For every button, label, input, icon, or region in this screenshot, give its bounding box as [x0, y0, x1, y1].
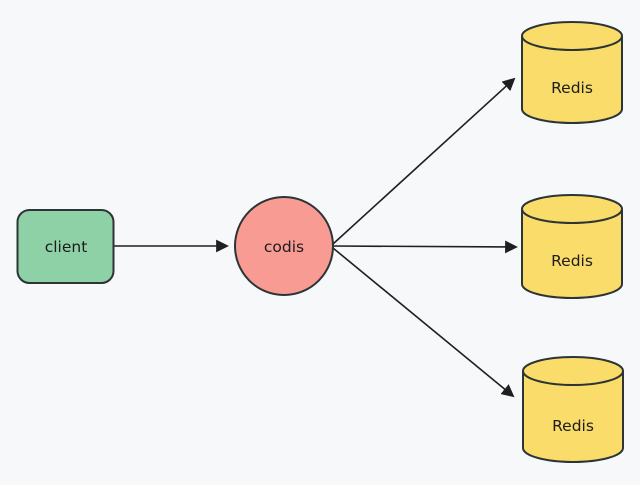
node-redis-top: Redis — [521, 21, 623, 124]
node-redis-middle: Redis — [521, 194, 623, 299]
edge-codis-to-redis-middle — [332, 240, 518, 254]
codis-circle — [234, 196, 334, 296]
node-redis-bottom: Redis — [522, 356, 624, 463]
node-client: client — [16, 209, 115, 284]
redis-top-cylinder-top — [521, 21, 623, 51]
edge-codis-to-redis-bottom — [332, 247, 515, 398]
codis-label: codis — [264, 238, 304, 256]
redis-middle-label: Redis — [551, 252, 593, 270]
redis-top-cylinder-body — [521, 36, 623, 124]
redis-bottom-cylinder-top — [522, 356, 624, 386]
redis-top-label: Redis — [551, 79, 593, 97]
edge-codis-to-redis-top — [332, 77, 516, 245]
redis-middle-cylinder-body — [521, 209, 623, 299]
redis-middle-cylinder-top — [521, 194, 623, 224]
client-label: client — [45, 238, 88, 256]
redis-bottom-cylinder-body — [522, 371, 624, 463]
redis-bottom-label: Redis — [552, 417, 594, 435]
node-codis: codis — [234, 196, 334, 296]
client-box — [16, 209, 115, 284]
